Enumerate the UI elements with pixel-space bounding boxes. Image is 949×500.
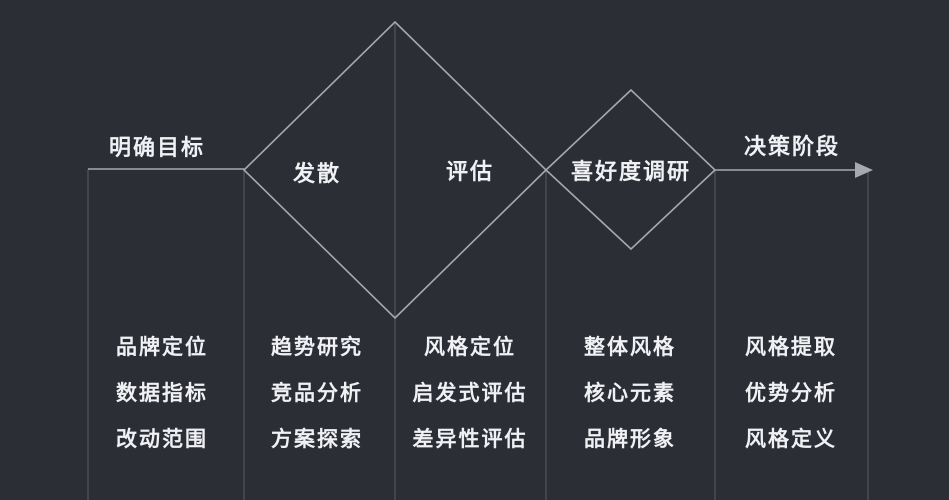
activity-label: 风格定义	[745, 428, 837, 451]
activity-label: 启发式评估	[412, 382, 528, 405]
activity-label: 整体风格	[584, 336, 676, 359]
activity-label: 方案探索	[271, 428, 363, 451]
activity-label: 差异性评估	[412, 428, 528, 451]
activity-label: 核心元素	[584, 382, 676, 405]
activity-label: 竞品分析	[271, 382, 363, 405]
activity-label: 风格定位	[424, 336, 516, 359]
phase-label-clarify-goal: 明确目标	[108, 135, 206, 160]
activity-label: 优势分析	[745, 382, 837, 405]
activity-label: 风格提取	[745, 336, 837, 359]
arrow-head-icon	[855, 162, 873, 178]
phase-label-evaluate: 评估	[445, 159, 495, 184]
phase-label-diverge: 发散	[292, 161, 342, 186]
activity-label: 趋势研究	[271, 336, 363, 359]
activity-label: 品牌形象	[584, 428, 676, 451]
phase-label-decision-stage: 决策阶段	[743, 134, 841, 159]
activity-label: 品牌定位	[116, 336, 208, 359]
activity-label: 数据指标	[116, 382, 208, 405]
phase-label-preference-research: 喜好度调研	[570, 159, 692, 184]
activity-label: 改动范围	[116, 428, 208, 451]
